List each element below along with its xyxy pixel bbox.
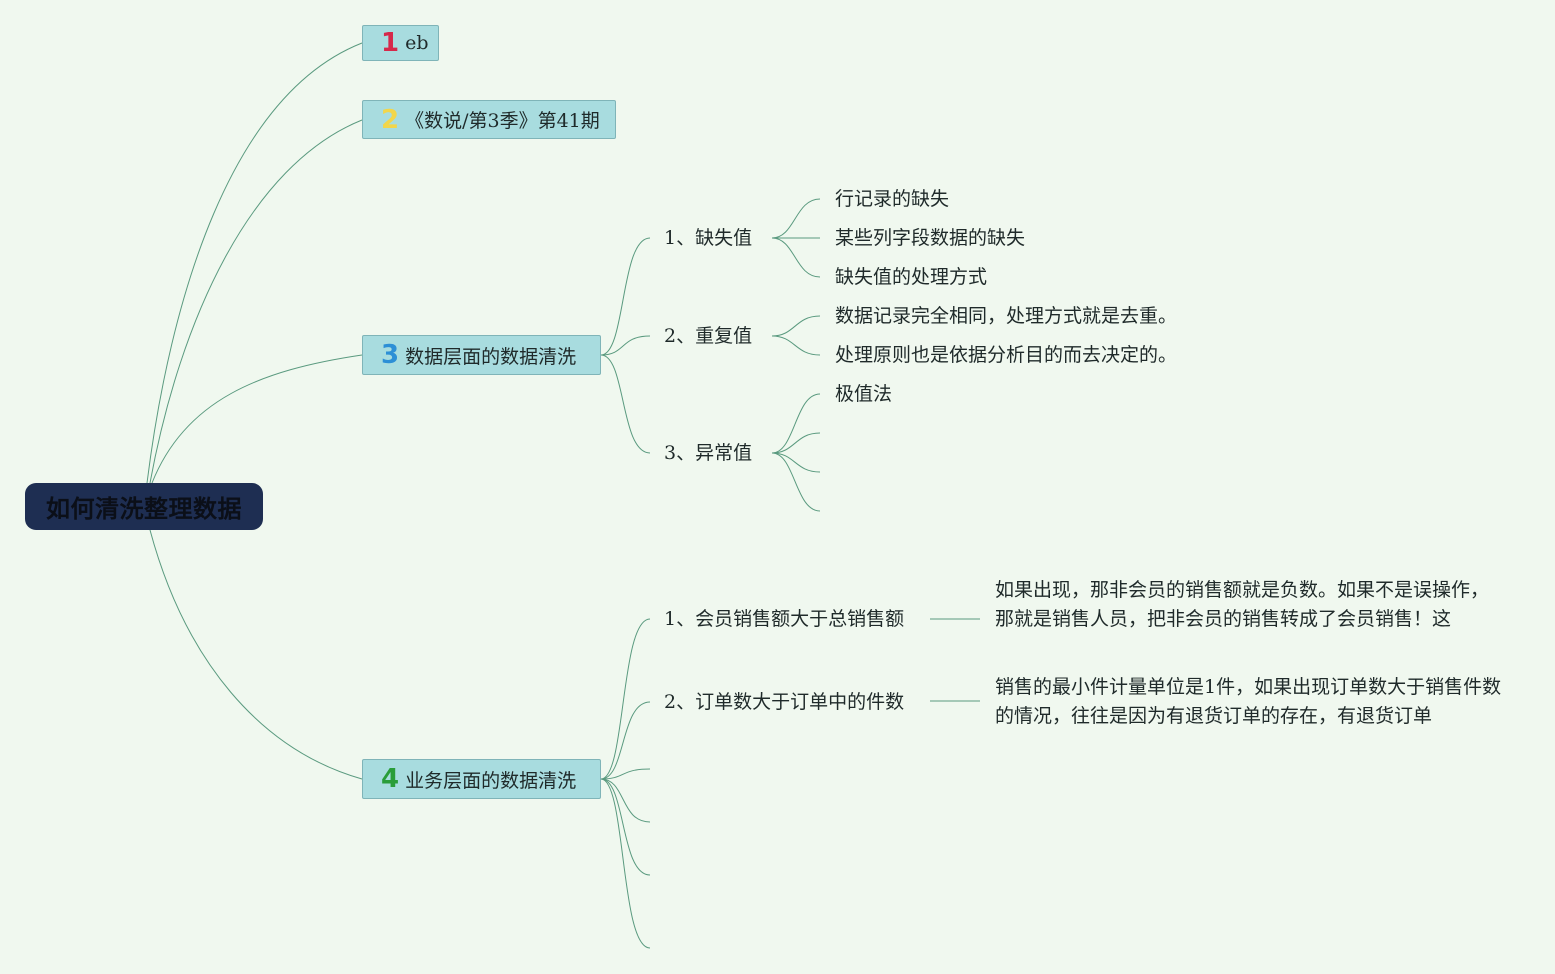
link-outlier-leaf-2 [771,452,821,473]
detail-member-sales[interactable]: 如果出现，那非会员的销售额就是负数。如果不是误操作，那就是销售人员，把非会员的销… [995,579,1490,630]
detail-orders-items[interactable]: 销售的最小件计量单位是1件，如果出现订单数大于销售件数的情况，往往是因为有退货订… [995,676,1502,727]
topic-1[interactable]: 1 eb [362,25,439,61]
link-root-topic-4 [149,529,363,780]
leaf-column-missing[interactable]: 某些列字段数据的缺失 [835,227,1026,249]
link-topic-4-sub-3 [600,778,651,823]
link-topic-4-sub-4 [600,778,651,876]
subtopic-orders-exceed-items[interactable]: 2、订单数大于订单中的件数 [664,691,905,713]
leaf-extreme-value-method[interactable]: 极值法 [835,383,893,405]
link-root-topic-3 [151,354,363,484]
link-missing-leaf-2 [771,237,821,278]
leaf-duplicate-dedupe[interactable]: 数据记录完全相同，处理方式就是去重。 [835,305,1178,327]
topic-2-label: 《数说/第3季》第41期 [405,110,600,132]
topic-4[interactable]: 4 业务层面的数据清洗 [362,759,601,799]
topic-3[interactable]: 3 数据层面的数据清洗 [362,335,601,375]
link-outlier-leaf-3 [771,452,821,512]
leaf-duplicate-principle[interactable]: 处理原则也是依据分析目的而去决定的。 [835,344,1178,366]
topic-4-label: 业务层面的数据清洗 [405,769,577,792]
number-3-badge: 3 [381,340,400,370]
link-duplicate-leaf-0 [771,315,821,337]
subtopic-duplicate-values[interactable]: 2、重复值 [664,325,753,347]
leaf-row-missing[interactable]: 行记录的缺失 [835,188,950,210]
link-topic-4-sub-0 [600,618,651,780]
link-topic-3-sub-0 [600,237,651,356]
number-1-badge: 1 [381,28,400,58]
subtopic-missing-values[interactable]: 1、缺失值 [664,227,753,249]
link-topic-4-sub-5 [600,778,651,949]
link-root-topic-2 [149,119,363,484]
number-2-badge: 2 [381,104,400,135]
root-topic[interactable]: 如何清洗整理数据 [25,483,263,530]
link-outlier-leaf-0 [771,393,821,454]
link-topic-4-sub-2 [600,768,651,780]
link-topic-3-sub-2 [600,354,651,454]
topic-1-label: eb [405,32,429,54]
link-topic-4-sub-1 [600,701,651,780]
topic-2[interactable]: 2 《数说/第3季》第41期 [362,100,616,139]
subtopic-member-sales-exceed[interactable]: 1、会员销售额大于总销售额 [664,608,905,630]
link-root-topic-1 [146,42,363,484]
topic-3-label: 数据层面的数据清洗 [405,345,577,368]
leaf-missing-handling[interactable]: 缺失值的处理方式 [835,266,988,288]
subtopic-outliers[interactable]: 3、异常值 [664,442,753,464]
link-outlier-leaf-1 [771,432,821,454]
link-duplicate-leaf-1 [771,335,821,356]
number-4-badge: 4 [381,764,400,794]
link-topic-3-sub-1 [600,335,651,356]
link-missing-leaf-0 [771,198,821,239]
